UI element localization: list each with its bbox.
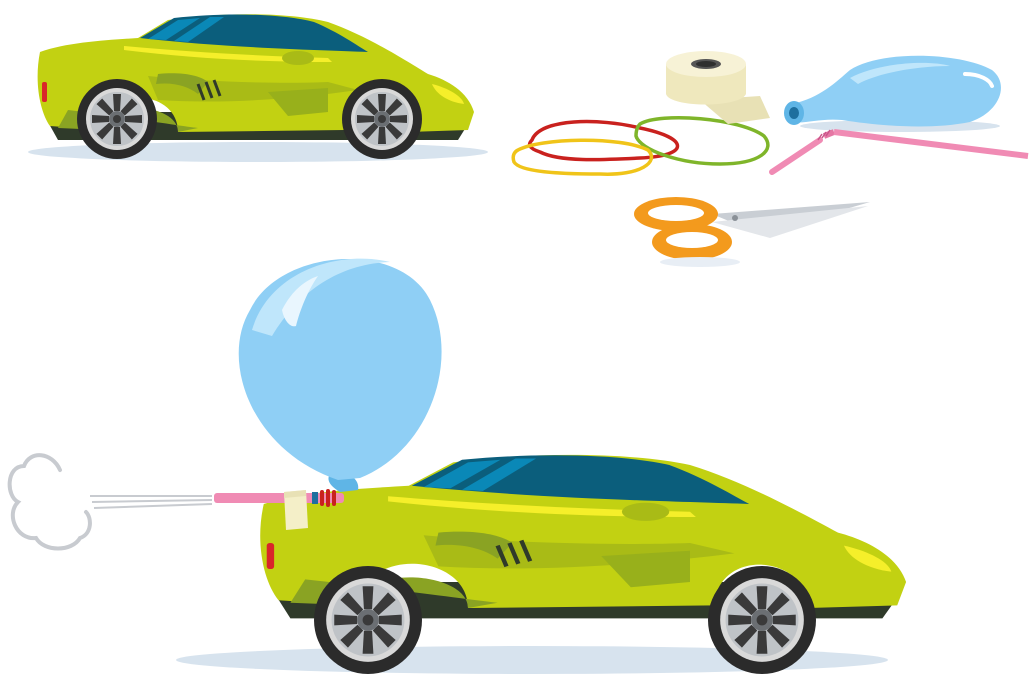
rubber-bands-icon <box>513 118 768 174</box>
balloon-powered-car-icon <box>176 259 906 674</box>
straw-icon <box>772 130 1028 172</box>
scissors-icon <box>634 197 870 267</box>
inflated-balloon-icon <box>239 259 442 492</box>
air-puff-icon <box>10 455 212 548</box>
tape-icon <box>284 490 308 530</box>
balloon-icon <box>784 56 1001 132</box>
tape-roll-icon <box>666 51 770 124</box>
car-icon <box>28 14 488 162</box>
